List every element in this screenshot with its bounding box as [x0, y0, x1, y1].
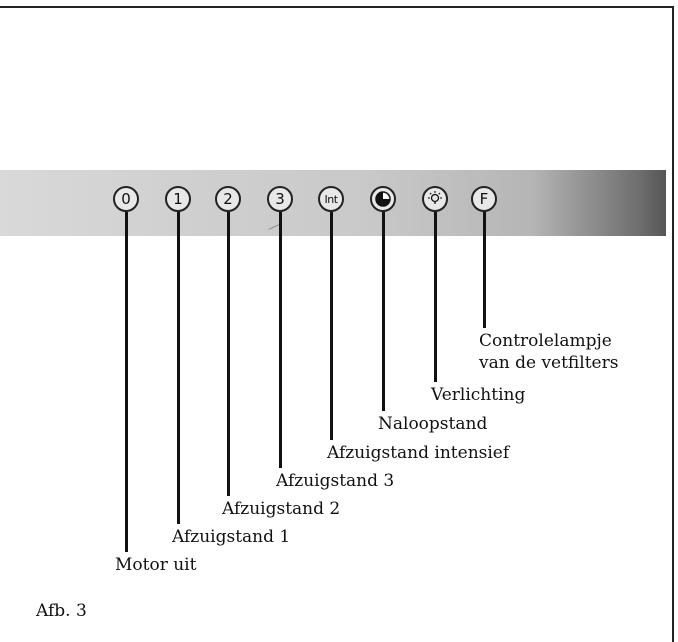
button-3-label: 3 [275, 190, 285, 208]
label-motor-uit: Motor uit [115, 555, 197, 575]
label-afzuigstand-1: Afzuigstand 1 [172, 527, 291, 547]
label-afzuigstand-3: Afzuigstand 3 [276, 471, 395, 491]
label-controlelampje-line2: van de vetfilters [479, 353, 619, 373]
speed-1-button[interactable]: 1 [165, 186, 191, 212]
leader-line-afzuigstand-intensief [330, 212, 333, 440]
button-2-label: 2 [223, 190, 233, 208]
leader-line-verlichting [434, 212, 437, 382]
label-afzuigstand-intensief: Afzuigstand intensief [327, 443, 510, 463]
leader-line-motor-uit [125, 212, 128, 552]
leader-line-afzuigstand-1 [177, 212, 180, 524]
leader-line-controlelampje [483, 212, 486, 328]
button-f-label: F [479, 190, 489, 208]
intensive-button[interactable]: Int [318, 186, 344, 212]
label-controlelampje-line1: Controlelampje [479, 331, 612, 351]
button-int-label: Int [324, 192, 338, 206]
motor-off-button[interactable]: 0 [113, 186, 139, 212]
leader-line-afzuigstand-3 [279, 212, 282, 468]
leader-line-afzuigstand-2 [227, 212, 230, 496]
speed-3-button[interactable]: 3 [267, 186, 293, 212]
half-circle-icon [375, 191, 391, 207]
button-1-label: 1 [173, 190, 183, 208]
figure-frame [0, 6, 674, 642]
speed-2-button[interactable]: 2 [215, 186, 241, 212]
button-0-label: 0 [121, 190, 131, 208]
leader-line-naloopstand [382, 212, 385, 411]
lamp-icon [428, 191, 442, 204]
label-naloopstand: Naloopstand [378, 414, 488, 434]
filter-button[interactable]: F [471, 186, 497, 212]
run-on-button[interactable] [370, 186, 396, 212]
label-afzuigstand-2: Afzuigstand 2 [222, 499, 341, 519]
label-verlichting: Verlichting [431, 385, 526, 405]
figure-caption: Afb. 3 [36, 601, 87, 621]
lighting-button[interactable] [422, 186, 448, 212]
